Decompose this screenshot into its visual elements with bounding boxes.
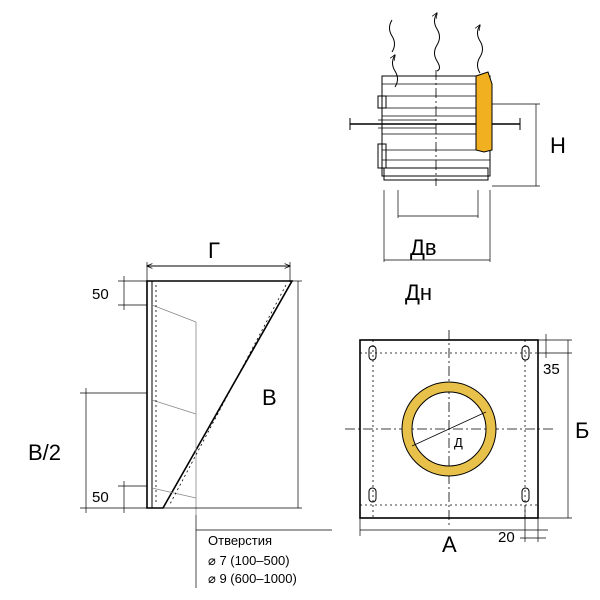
pipe-height-label: Н <box>550 133 566 158</box>
holes-note-line1: ⌀ 7 (100–500) <box>208 553 290 568</box>
holes-note-title: Отверстия <box>208 533 272 548</box>
insulation-cut <box>475 71 493 153</box>
height-v-label: В <box>262 385 277 410</box>
base-plate: Д 35 Б А 20 <box>345 330 589 557</box>
pipe-ring <box>402 382 496 476</box>
dim-50-top: 50 <box>92 286 109 303</box>
dim-50-bottom: 50 <box>92 489 109 506</box>
plate-height-label: Б <box>575 418 589 443</box>
holes-note: Отверстия ⌀ 7 (100–500) ⌀ 9 (600–1000) <box>195 515 332 588</box>
plate-diameter-label: Д <box>454 435 463 450</box>
cone-development: Г В 50 50 В/2 <box>28 238 302 515</box>
pipe-section-view: Н Дв Дн <box>349 13 566 305</box>
smoke-arrows-icon <box>389 13 483 88</box>
dim-20: 20 <box>498 529 515 546</box>
holes-note-line2: ⌀ 9 (600–1000) <box>208 571 297 586</box>
outer-diameter-label: Дн <box>405 280 432 305</box>
dim-35: 35 <box>543 361 560 378</box>
inner-diameter-label: Дв <box>410 235 437 260</box>
width-g-label: Г <box>208 238 220 263</box>
half-height-label: В/2 <box>28 440 61 465</box>
plate-width-label: А <box>442 532 457 557</box>
